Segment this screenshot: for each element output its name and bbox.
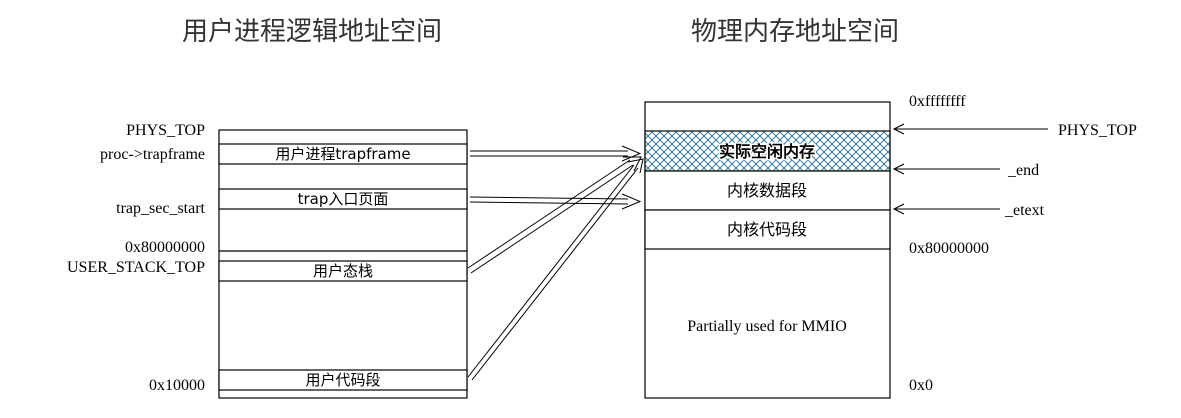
mmio-label: Partially used for MMIO xyxy=(687,318,847,335)
user-addr-80000000-label: 0x80000000 xyxy=(125,239,205,256)
mapping-arrows xyxy=(467,145,644,381)
user-trapframe-label: 用户进程trapframe xyxy=(275,145,410,163)
etext-pointer-arrow xyxy=(892,203,1000,215)
end-label: _end xyxy=(1007,162,1039,179)
etext-label: _etext xyxy=(1004,202,1045,219)
user-phys-top-label: PHYS_TOP xyxy=(126,122,205,139)
user-address-space: 用户进程trapframe trap入口页面 用户态栈 用户代码段 PHYS_T… xyxy=(67,122,468,399)
user-stack-mapping-arrow xyxy=(467,156,642,274)
user-space-title: 用户进程逻辑地址空间 xyxy=(182,17,442,47)
trap-sec-start-label: trap_sec_start xyxy=(116,200,205,217)
user-stack-label: 用户态栈 xyxy=(313,262,373,280)
kernel-data-label: 内核数据段 xyxy=(727,181,807,200)
kernel-code-label: 内核代码段 xyxy=(727,220,807,239)
trap-entry-block xyxy=(218,188,468,210)
user-code-label: 用户代码段 xyxy=(305,371,380,389)
phys-space-title: 物理内存地址空间 xyxy=(691,17,899,47)
trapframe-mapping-arrow xyxy=(470,145,642,162)
user-addr-10000-label: 0x10000 xyxy=(149,377,205,394)
phys-addr-80000000-label: 0x80000000 xyxy=(909,240,989,257)
trap-entry-mapping-arrow xyxy=(469,193,642,210)
physical-address-space: 实际空闲内存 内核数据段 内核代码段 Partially used for MM… xyxy=(644,93,1137,399)
addr-ffffffff-label: 0xffffffff xyxy=(909,93,966,110)
kernel-code-block xyxy=(644,209,891,250)
proc-trapframe-label: proc->trapframe xyxy=(100,146,205,163)
trap-entry-label: trap入口页面 xyxy=(298,190,389,208)
phys-top-pointer-arrow xyxy=(892,123,1048,135)
phys-space-outline xyxy=(644,101,891,399)
phys-phys-top-label: PHYS_TOP xyxy=(1058,122,1137,139)
user-code-block xyxy=(218,369,468,391)
addr-0-label: 0x0 xyxy=(909,377,933,394)
kernel-data-block xyxy=(644,170,891,211)
end-pointer-arrow xyxy=(892,163,1000,175)
user-stack-top-label: USER_STACK_TOP xyxy=(67,259,205,276)
user-trapframe-block xyxy=(218,143,468,165)
free-memory-block xyxy=(644,130,891,172)
user-stack-block xyxy=(218,260,468,282)
user-code-mapping-arrow xyxy=(467,158,644,381)
free-memory-label: 实际空闲内存 xyxy=(719,142,815,161)
